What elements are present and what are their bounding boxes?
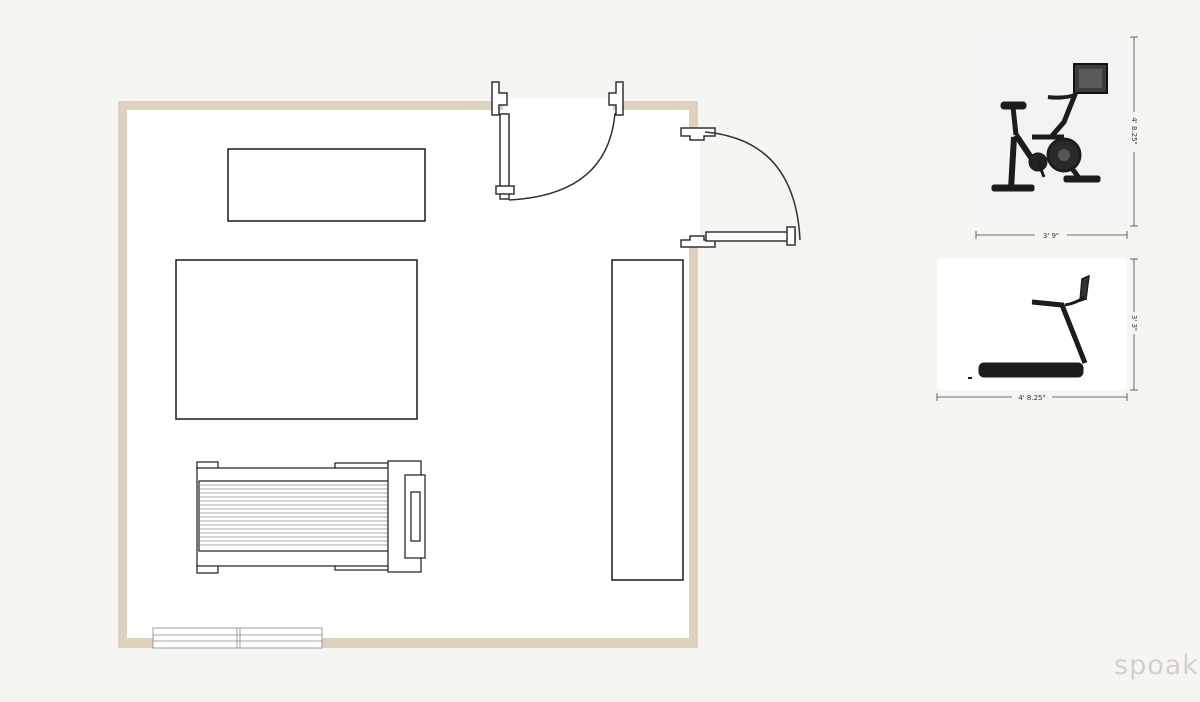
treadmill-belt-slats [200,484,396,546]
treadmill-display-inner [410,491,421,542]
bike-width-label: 3' 9" [1043,232,1059,240]
door-top-leaf-end [495,185,515,195]
window [152,627,323,649]
floor-mat[interactable] [175,259,418,420]
storage-unit[interactable] [611,259,684,581]
door-right-leaf-end [786,226,796,246]
door-top-jamb-left [491,81,508,116]
treadmill-belt [198,480,398,552]
treadmill-photo-card[interactable] [937,259,1127,390]
door-right-jamb-top [680,127,716,141]
door-right[interactable] [680,127,801,248]
door-right-swing-arc [704,131,801,241]
door-opening-top [503,99,613,112]
door-right-jamb-bottom [680,235,716,248]
bike-height-label: 4' 8.25" [1130,117,1138,144]
door-top-swing-arc [508,112,616,201]
door-right-leaf [705,231,796,242]
bike-photo-card[interactable] [976,37,1126,226]
treadmill-height-label: 3' 3" [1130,315,1138,331]
treadmill-plan[interactable] [196,460,426,574]
door-opening-right [686,140,700,238]
treadmill-width-label: 4' 8.25" [1018,394,1045,402]
treadmill-icon [968,274,1090,379]
stationary-bike-icon [991,63,1108,192]
door-top[interactable] [491,81,624,201]
spoak-watermark: spoak. [1114,650,1200,681]
bench[interactable] [227,148,426,222]
door-top-jamb-right [608,81,624,116]
door-top-leaf [499,113,510,200]
